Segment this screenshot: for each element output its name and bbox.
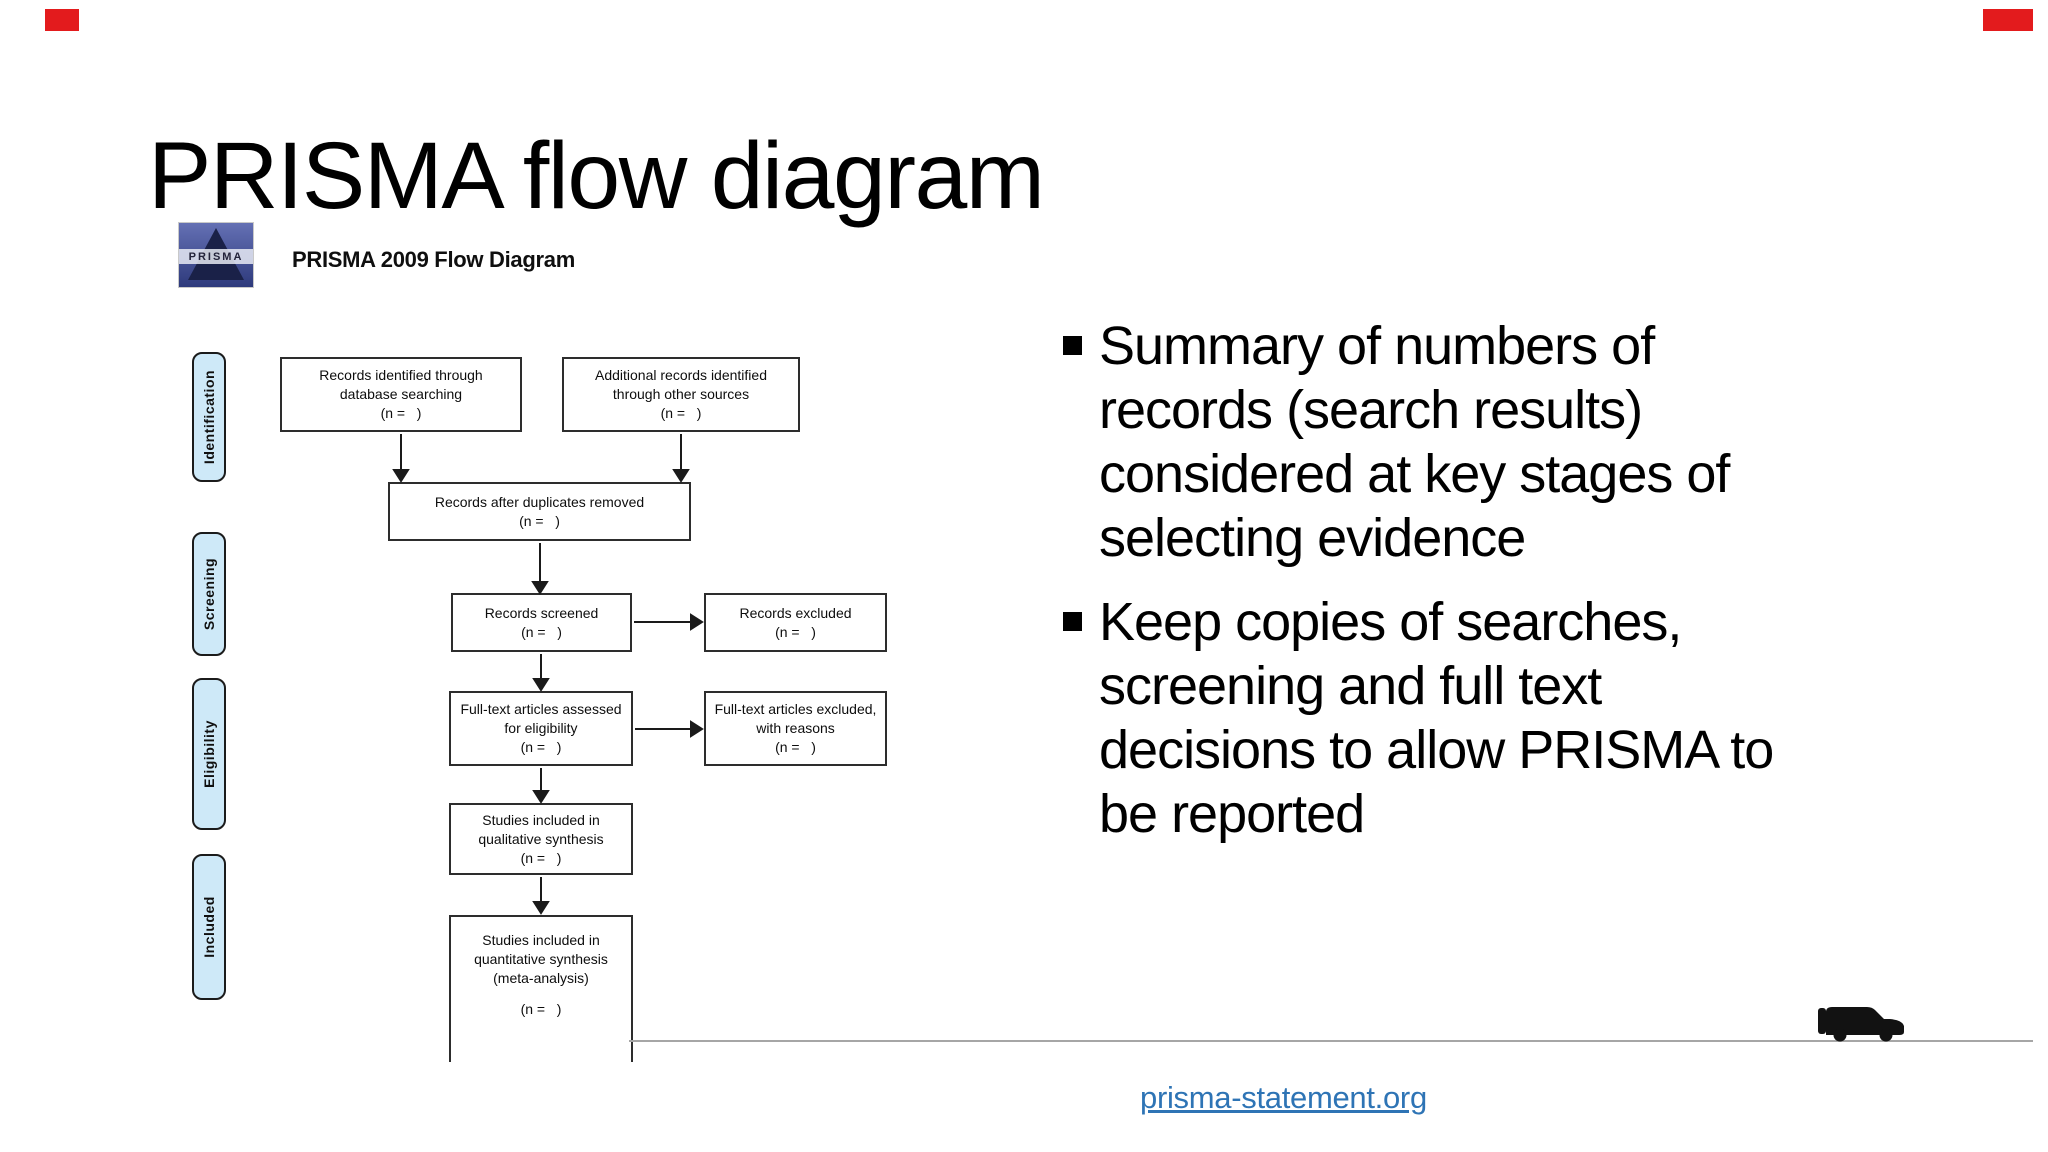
flow-box-line: qualitative synthesis	[478, 830, 604, 847]
n-equals-label: (n = )	[520, 739, 562, 755]
n-equals-label: (n = )	[519, 512, 560, 529]
n-equals-label: (n = )	[521, 623, 562, 640]
bullet-line: selecting evidence	[1099, 508, 1526, 568]
stage-label-text: Screening	[201, 557, 218, 631]
page-title: PRISMA flow diagram	[148, 123, 1045, 229]
flow-box-records-excluded: Records excluded (n = )	[704, 593, 887, 652]
bullet-line: decisions to allow PRISMA to	[1099, 720, 1774, 780]
stage-label-text: Identification	[201, 369, 217, 465]
bullet-item-2: Keep copies of searches, screening and f…	[1099, 590, 1774, 846]
flow-box-line: quantitative synthesis	[474, 951, 608, 967]
n-equals-label: (n = )	[380, 405, 422, 421]
prisma-logo-icon: PRISMA	[178, 222, 254, 288]
prisma-logo-band: PRISMA	[179, 249, 253, 264]
prisma-logo-text: PRISMA	[188, 250, 244, 263]
flow-box-line: database searching	[339, 386, 463, 402]
flow-box-fulltext-assessed: Full-text articles assessed for eligibil…	[449, 691, 633, 766]
flow-box-records-identified: Records identified through database sear…	[280, 357, 522, 432]
recording-indicator-right	[1983, 9, 2033, 31]
flow-box-line: Additional records identified	[595, 367, 767, 383]
flow-box-line: Studies included in	[482, 811, 600, 828]
car-spare-tire	[1818, 1008, 1826, 1034]
flow-box-line: Records identified through	[319, 367, 483, 383]
stage-label-identification: Identification	[192, 352, 226, 482]
stage-label-screening: Screening	[192, 532, 226, 656]
flow-box-line: with reasons	[756, 720, 835, 736]
diagram-caption: PRISMA 2009 Flow Diagram	[292, 247, 575, 272]
flow-box-line: Records after duplicates removed	[434, 493, 645, 510]
flow-box-line: through other sources	[612, 386, 750, 402]
flow-box-records-screened: Records screened (n = )	[451, 593, 632, 652]
car-icon	[1818, 1007, 1904, 1042]
flow-box-line: Records screened	[484, 604, 599, 621]
bullet-line: be reported	[1099, 784, 1365, 844]
bullet-line: records (search results)	[1099, 380, 1643, 440]
arrowhead	[532, 901, 550, 915]
arrowhead	[531, 581, 549, 595]
stage-label-eligibility: Eligibility	[192, 678, 226, 830]
bullet-item-1: Summary of numbers of records (search re…	[1099, 314, 1730, 570]
prisma-statement-link[interactable]: prisma-statement.org	[1140, 1080, 1427, 1115]
flow-box-line: Full-text articles excluded,	[714, 701, 877, 717]
bullet-line: Summary of numbers of	[1099, 316, 1655, 376]
bullet-square-icon	[1063, 336, 1082, 355]
flow-box-fulltext-excluded: Full-text articles excluded, with reason…	[704, 691, 887, 766]
arrowhead	[532, 790, 550, 804]
arrowhead	[532, 678, 550, 692]
bullet-line: considered at key stages of	[1099, 444, 1730, 504]
recording-indicator-left	[45, 9, 79, 31]
flow-box-line: Full-text articles assessed	[460, 701, 622, 717]
flow-box-line: Records excluded	[739, 604, 852, 621]
n-equals-label: (n = )	[660, 405, 702, 421]
bullet-square-icon	[1063, 612, 1082, 631]
stage-label-text: Eligibility	[201, 720, 218, 788]
flow-box-additional-records: Additional records identified through ot…	[562, 357, 800, 432]
n-equals-label: (n = )	[775, 623, 816, 640]
flow-box-line: Studies included in	[482, 932, 600, 948]
flow-box-duplicates-removed: Records after duplicates removed (n = )	[388, 482, 691, 541]
footer-divider	[629, 1040, 2033, 1042]
flow-box-qualitative-synthesis: Studies included in qualitative synthesi…	[449, 803, 633, 875]
n-equals-label: (n = )	[520, 1001, 562, 1017]
arrowhead	[392, 469, 410, 483]
arrowhead	[690, 720, 704, 738]
stage-label-text: Included	[201, 896, 217, 958]
arrowhead	[690, 613, 704, 631]
arrowhead	[672, 469, 690, 483]
flow-box-quantitative-synthesis: Studies included in quantitative synthes…	[449, 915, 633, 1062]
bullet-line: screening and full text	[1099, 656, 1602, 716]
bullet-line: Keep copies of searches,	[1099, 592, 1682, 652]
flow-box-line: for eligibility	[504, 720, 578, 736]
flow-box-line: (meta-analysis)	[493, 970, 589, 986]
stage-label-included: Included	[192, 854, 226, 1000]
n-equals-label: (n = )	[775, 739, 816, 755]
n-equals-label: (n = )	[520, 849, 562, 866]
